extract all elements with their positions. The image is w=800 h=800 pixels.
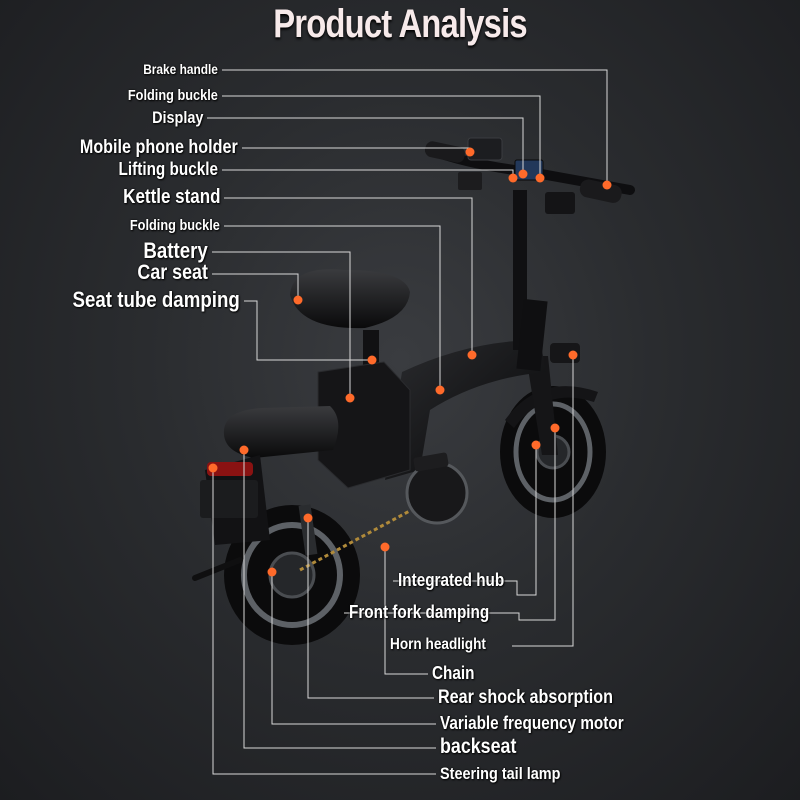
chain: [299, 498, 431, 572]
brake-handle-0-leader-line: [222, 69, 608, 185]
variable-frequency-motor-b5-leader-line: [271, 572, 436, 725]
horn-headlight-b2-leader-line: [512, 355, 574, 647]
callout-label-variable-frequency-motor: Variable frequency motor: [440, 713, 624, 734]
main-frame: [385, 340, 546, 480]
callout-label-horn-headlight: Horn headlight: [390, 636, 486, 654]
callout-label-display: Display: [151, 107, 203, 127]
car-seat-8-leader-line: [212, 273, 299, 300]
callout-label-front-fork-damping: Front fork damping: [349, 602, 490, 623]
front-fork-damping-b1-marker: [550, 423, 560, 433]
brake-lever-box: [545, 192, 575, 214]
tail-lamp: [207, 462, 253, 476]
mobile-phone-holder-3-marker: [465, 147, 475, 157]
callout-label-integrated-hub: Integrated hub: [398, 570, 505, 591]
front-rim: [513, 401, 593, 503]
kickstand: [192, 557, 243, 581]
backseat-b6-leader-line: [243, 450, 436, 749]
integrated-hub-b0-leader-line: [393, 445, 537, 596]
steering-tail-lamp-b7-leader-line: [212, 468, 436, 775]
page-title: Product Analysis: [273, 2, 527, 46]
callout-label-brake-handle: Brake handle: [143, 61, 218, 78]
battery-pack: [317, 361, 411, 489]
integrated-hub-b0-marker: [531, 440, 541, 450]
callout-label-battery: Battery: [143, 237, 208, 263]
callout-markers: [208, 147, 612, 577]
kettle-stand-5-marker: [467, 350, 477, 360]
callout-label-kettle-stand: Kettle stand: [122, 186, 220, 208]
folding-buckle-6-leader-line: [224, 225, 441, 390]
chainring: [405, 461, 469, 525]
folding-buckle-6-marker: [435, 385, 445, 395]
callout-label-folding-buckle: Folding buckle: [130, 216, 220, 234]
pedal: [413, 452, 449, 472]
seat-tube-damping-9-marker: [367, 355, 377, 365]
rear-shock-absorption-b4-marker: [303, 513, 313, 523]
left-grip: [425, 141, 465, 163]
callout-label-backseat: backseat: [440, 735, 517, 759]
battery-7-leader-line: [212, 251, 351, 398]
backseat-b6-marker: [239, 445, 249, 455]
kettle-stand-box: [458, 172, 482, 190]
callout-label-seat-tube-damping: Seat tube damping: [72, 286, 240, 312]
rear-shock-absorption-b4-leader-line: [307, 518, 434, 699]
callout-label-folding-buckle: Folding buckle: [128, 86, 218, 104]
callout-label-chain: Chain: [432, 663, 475, 684]
callout-label-steering-tail-lamp: Steering tail lamp: [440, 763, 561, 783]
steering-tail-lamp-b7-marker: [208, 463, 218, 473]
seat-tube-damping-9-leader-line: [244, 300, 372, 361]
folding-buckle-1-leader-line: [222, 95, 541, 178]
callout-label-mobile-phone-holder: Mobile phone holder: [80, 136, 238, 158]
front-fork: [526, 356, 558, 455]
kettle-stand-5-leader-line: [224, 197, 473, 355]
horn-headlight-b2-marker: [568, 350, 578, 360]
battery-7-marker: [345, 393, 355, 403]
callout-label-car-seat: Car seat: [137, 261, 208, 285]
license-plate: [200, 480, 258, 518]
head-tube: [516, 298, 548, 372]
car-seat-8-marker: [293, 295, 303, 305]
chain-b3-leader-line: [384, 547, 428, 675]
callout-label-lifting-buckle: Lifting buckle: [118, 159, 218, 180]
variable-frequency-motor-b5-marker: [267, 567, 277, 577]
front-fender: [505, 386, 598, 428]
folding-buckle-1-marker: [535, 173, 545, 183]
callout-label-rear-shock-absorption: Rear shock absorption: [438, 686, 614, 708]
brake-handle-0-marker: [602, 180, 612, 190]
display-2-leader-line: [207, 117, 524, 174]
rear-hub-motor: [268, 551, 316, 599]
front-fork-damping-b1-leader-line: [344, 428, 556, 621]
e-bike-illustration: [192, 137, 635, 645]
display-2-marker: [518, 169, 528, 179]
back-seat: [223, 406, 339, 458]
lifting-buckle-4-marker: [508, 173, 518, 183]
chain-b3-marker: [380, 542, 390, 552]
